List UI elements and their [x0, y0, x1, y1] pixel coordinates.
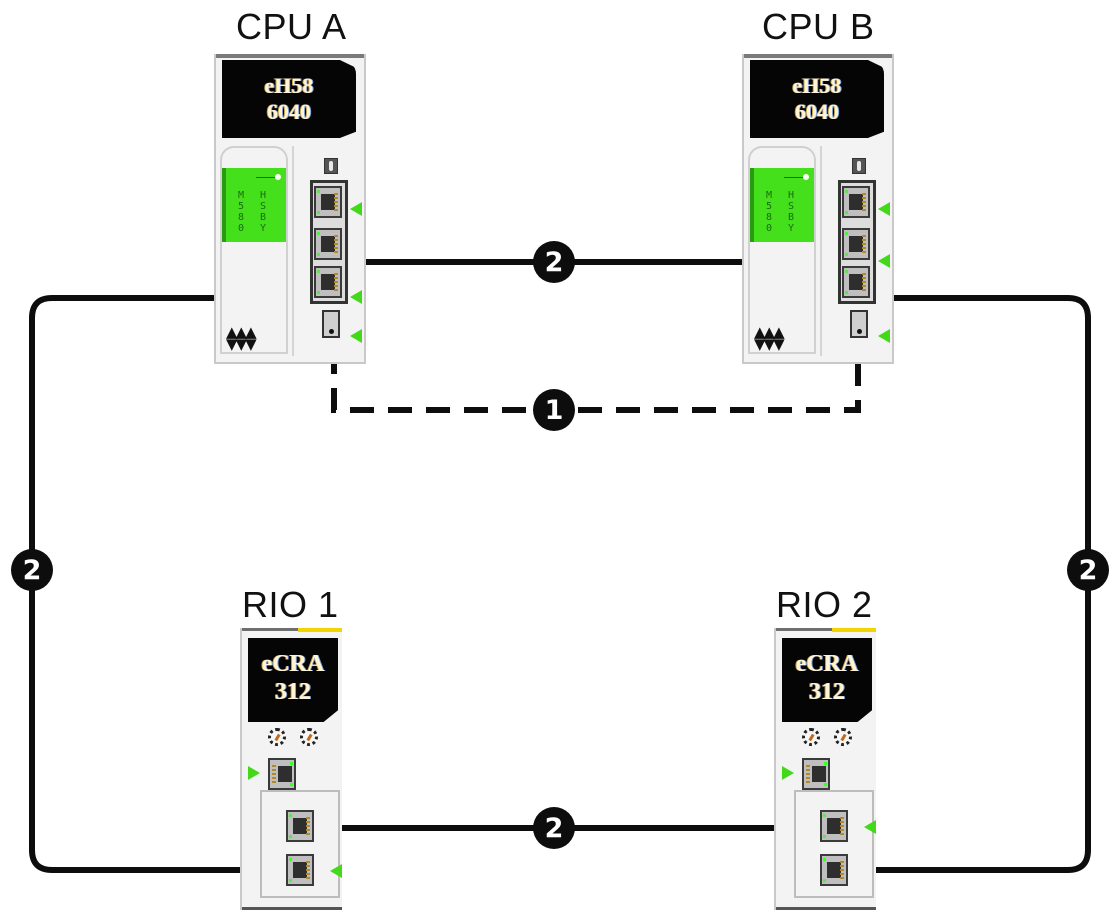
rio-2-module: eCRA 312: [774, 628, 876, 910]
cpu-a-title: CPU A: [236, 6, 347, 47]
service-port: [802, 758, 830, 790]
service-port: [268, 758, 296, 790]
rio-2-title: RIO 2: [776, 584, 873, 625]
ethernet-port-3: [314, 266, 342, 298]
rio-1-title: RIO 1: [242, 584, 339, 625]
device-network-port-2: [286, 810, 314, 842]
service-port-status-arrow-icon: [248, 766, 260, 780]
display-slot: [748, 146, 816, 354]
rio-1-module: eCRA 312: [240, 628, 342, 910]
model-plate: eH58 6040: [750, 60, 884, 138]
wire-sfp-sync-link: [331, 350, 861, 413]
callout-cpu-link: 2: [533, 241, 575, 283]
rotary-switch-ones-icon: [300, 728, 318, 746]
module-status-bar: [832, 628, 876, 632]
status-led: [275, 174, 281, 180]
ethernet-port-2: [842, 228, 870, 260]
ethernet-port-1: [314, 186, 342, 218]
module-divider: [292, 146, 294, 356]
port-1-status-arrow-icon: [878, 202, 890, 216]
model-line-1: eH58: [264, 73, 314, 98]
device-network-port-frame: [260, 790, 340, 898]
device-network-port-3: [820, 854, 848, 886]
model-line-2: 312: [809, 679, 845, 705]
service-port-status-arrow-icon: [782, 766, 794, 780]
model-line-1: eCRA: [795, 651, 859, 677]
ethernet-port-2: [314, 228, 342, 260]
module-status-bar: [298, 628, 342, 632]
model-line-2: 6040: [795, 99, 839, 124]
schneider-logo-icon: ▲▲▲▼▼▼: [226, 323, 257, 353]
device-network-port-frame: [794, 790, 874, 898]
callout-right-ring-link: 2: [1067, 549, 1109, 591]
device-network-port-2: [820, 810, 848, 842]
model-line-2: 312: [275, 679, 311, 705]
ethernet-port-1: [842, 186, 870, 218]
device-network-port-3: [286, 854, 314, 886]
port-3-status-arrow-icon: [350, 290, 362, 304]
sfp-port: [850, 310, 868, 338]
model-plate: eCRA 312: [782, 638, 872, 722]
sfp-port: [322, 310, 340, 338]
port-3-status-arrow-icon: [330, 864, 342, 878]
rotary-switch-ones-icon: [834, 728, 852, 746]
module-top-edge: [744, 54, 892, 58]
usb-port-icon: [324, 158, 338, 174]
port-2-status-arrow-icon: [864, 820, 876, 834]
model-line-1: eCRA: [261, 651, 325, 677]
cpu-b-title: CPU B: [762, 6, 875, 47]
module-divider: [820, 146, 822, 356]
model-line-1: eH58: [792, 73, 842, 98]
status-led: [803, 174, 809, 180]
callout-rio-link: 2: [533, 807, 575, 849]
module-top-edge: [216, 54, 364, 58]
usb-port-icon: [852, 158, 866, 174]
rotary-switch-tens-icon: [268, 728, 286, 746]
callout-left-ring-link: 2: [11, 549, 53, 591]
sfp-status-arrow-icon: [350, 329, 362, 343]
display-slot: [220, 146, 288, 354]
rotary-switch-tens-icon: [802, 728, 820, 746]
ethernet-port-3: [842, 266, 870, 298]
model-plate: eCRA 312: [248, 638, 338, 722]
port-2-status-arrow-icon: [878, 254, 890, 268]
model-line-2: 6040: [267, 99, 311, 124]
sfp-status-arrow-icon: [878, 329, 890, 343]
model-plate: eH58 6040: [222, 60, 356, 138]
port-1-status-arrow-icon: [350, 202, 362, 216]
schneider-logo-icon: ▲▲▲▼▼▼: [754, 323, 785, 353]
callout-sync-link: 1: [533, 389, 575, 431]
